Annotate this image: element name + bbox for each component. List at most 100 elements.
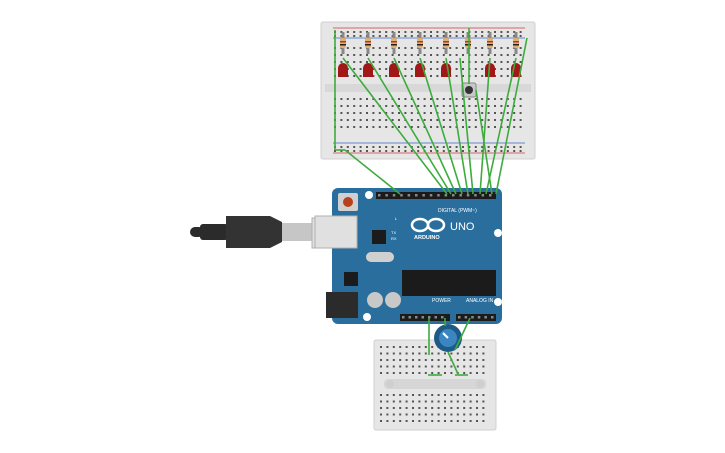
pin[interactable] [459, 194, 462, 197]
led[interactable] [338, 63, 348, 77]
wire[interactable] [485, 57, 517, 195]
hole [391, 54, 394, 56]
hole [398, 119, 400, 121]
hole [487, 105, 490, 107]
hole [398, 146, 400, 148]
hole [469, 359, 472, 361]
pin[interactable] [491, 316, 494, 319]
pin[interactable] [402, 316, 405, 319]
pin[interactable] [378, 194, 381, 197]
wire[interactable] [454, 317, 471, 351]
pin[interactable] [422, 194, 425, 197]
hole [476, 400, 478, 403]
hole [399, 413, 402, 416]
digital-pin-header[interactable] [378, 194, 492, 197]
hole [487, 54, 490, 56]
hole [417, 35, 420, 37]
wire[interactable] [459, 57, 474, 195]
wire[interactable] [367, 57, 452, 195]
pin[interactable] [489, 194, 492, 197]
pin[interactable] [458, 316, 461, 319]
analog-pin-header[interactable] [458, 316, 494, 319]
hole [469, 352, 472, 355]
pin[interactable] [415, 194, 418, 197]
hole [513, 146, 516, 148]
hole [405, 400, 408, 403]
hole [412, 407, 414, 409]
led[interactable] [363, 63, 373, 77]
pin[interactable] [408, 316, 412, 319]
wire[interactable] [393, 57, 457, 195]
pin[interactable] [428, 316, 431, 319]
wire[interactable] [419, 57, 463, 195]
pin[interactable] [466, 194, 470, 197]
pin[interactable] [421, 316, 425, 319]
potentiometer[interactable] [434, 324, 462, 352]
hole [417, 31, 420, 33]
rx-led-label: RX [391, 236, 397, 241]
pin[interactable] [385, 194, 388, 197]
hole [513, 54, 516, 56]
hole [430, 126, 432, 128]
hole [430, 98, 432, 100]
resistor-band [513, 44, 519, 46]
hole [353, 35, 356, 37]
hole [424, 346, 427, 348]
hole [506, 105, 509, 107]
hole [424, 407, 427, 409]
hole [468, 105, 471, 107]
hole [431, 394, 434, 396]
hole [444, 352, 446, 355]
pin[interactable] [464, 316, 468, 319]
wire[interactable] [342, 57, 448, 195]
resistor-body [443, 38, 449, 48]
hole [463, 352, 466, 355]
wire-group[interactable] [334, 28, 528, 376]
power-pin-header[interactable] [402, 316, 444, 319]
pin[interactable] [429, 194, 433, 197]
led[interactable] [389, 63, 399, 77]
led[interactable] [485, 63, 495, 77]
resistor-band [391, 44, 397, 46]
hole [378, 35, 381, 37]
hole [378, 150, 381, 152]
hole [481, 47, 484, 49]
pin[interactable] [437, 194, 440, 197]
pin[interactable] [392, 194, 396, 197]
pin[interactable] [444, 194, 448, 197]
hole [431, 407, 434, 409]
hole [392, 359, 395, 361]
hole [398, 126, 400, 128]
hole [430, 35, 432, 37]
wire[interactable] [344, 149, 401, 195]
hole [353, 61, 356, 63]
wire[interactable] [495, 37, 528, 195]
hole [340, 126, 343, 128]
pin[interactable] [415, 316, 418, 319]
pin[interactable] [434, 316, 438, 319]
wire[interactable] [479, 57, 491, 195]
wire[interactable] [447, 351, 459, 375]
pin[interactable] [407, 194, 411, 197]
pin[interactable] [484, 316, 487, 319]
pin[interactable] [452, 194, 455, 197]
wire[interactable] [475, 89, 493, 195]
pin[interactable] [400, 194, 403, 197]
pin[interactable] [441, 316, 444, 319]
pin[interactable] [471, 316, 474, 319]
arduino-uno-board[interactable]: ARDUINO UNO DIGITAL (PWM~) POWER ANALOG … [314, 188, 502, 324]
resistor-band [443, 44, 449, 46]
hole [481, 35, 484, 37]
hole [359, 146, 362, 148]
pin[interactable] [474, 194, 477, 197]
hole [500, 68, 503, 70]
pin[interactable] [477, 316, 481, 319]
hole [412, 359, 414, 361]
pin[interactable] [481, 194, 485, 197]
wire[interactable] [445, 57, 469, 195]
hole [366, 61, 368, 63]
bottom-breadboard[interactable] [373, 339, 497, 431]
hole [519, 105, 522, 107]
top-breadboard[interactable] [320, 21, 536, 160]
